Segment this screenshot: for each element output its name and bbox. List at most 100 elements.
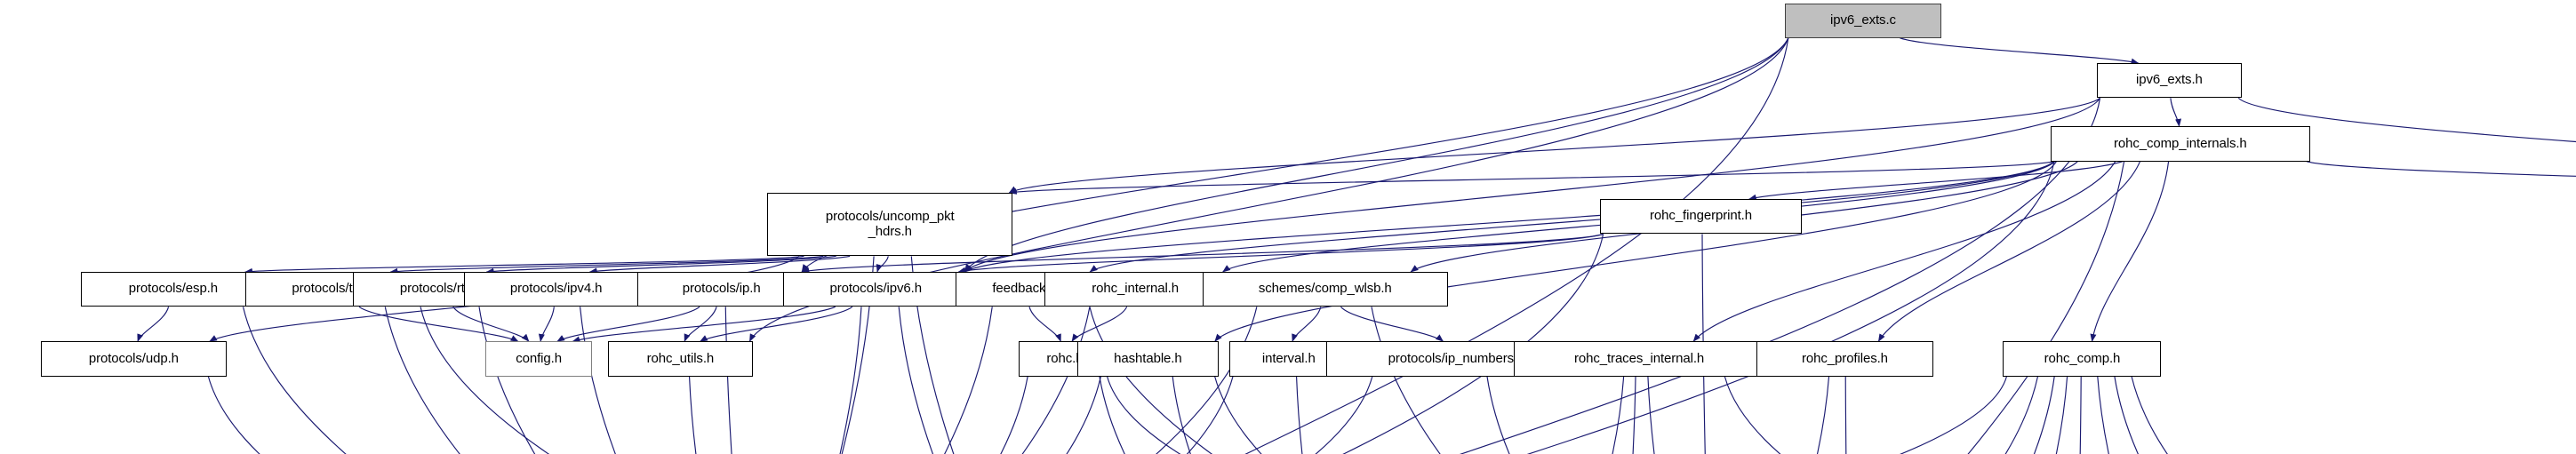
graph-node-rohc-traces-internal-h[interactable]: rohc_traces_internal.h [1514, 341, 1764, 377]
graph-node-label: rohc.h [1046, 350, 1084, 366]
graph-edge [2079, 376, 2082, 454]
graph-edge [1172, 376, 1191, 454]
graph-node-config-h[interactable]: config.h [485, 341, 592, 377]
graph-node-label: interval.h [1261, 350, 1316, 366]
graph-edge [1899, 376, 2008, 454]
graph-node-hashtable-h[interactable]: hashtable.h [1077, 341, 1219, 377]
graph-node-protocols-ip-h[interactable]: protocols/ip.h [637, 272, 805, 307]
graph-node-label: rohc_traces_internal.h [1573, 350, 1705, 366]
graph-node-label: protocols/udp.h [88, 350, 179, 366]
graph-node-protocols-ipv4-h[interactable]: protocols/ipv4.h [463, 272, 649, 307]
graph-edge [964, 98, 2100, 273]
graph-node-rohc-comp-internals-h[interactable]: rohc_comp_internals.h [2050, 126, 2310, 162]
graph-edge [1008, 97, 2100, 194]
graph-edge [1315, 376, 1373, 454]
graph-node-label: rohc_comp_internals.h [2114, 135, 2247, 151]
graph-edge [2322, 234, 2576, 454]
graph-edge [244, 255, 804, 275]
graph-edge [1647, 376, 1655, 454]
graph-edge [688, 376, 697, 454]
graph-node-rohc-comp-h[interactable]: rohc_comp.h [2003, 341, 2162, 377]
graph-edge [1724, 376, 1781, 454]
graph-edge [1748, 161, 2124, 201]
graph-node-rohc-utils-h[interactable]: rohc_utils.h [607, 341, 754, 377]
graph-edge [556, 306, 700, 342]
graph-node-protocols-ipv6-h[interactable]: protocols/ipv6.h [783, 272, 969, 307]
graph-node-protocols-udp-h[interactable]: protocols/udp.h [41, 341, 227, 377]
graph-edge [1000, 376, 1028, 454]
graph-edge [957, 233, 1604, 274]
graph-edge [1816, 376, 1830, 454]
graph-edge [420, 307, 550, 454]
graph-edge [699, 306, 853, 342]
graph-edge [1295, 376, 1303, 454]
graph-node-label: protocols/esp.h [128, 281, 218, 297]
graph-node-label: rohc_utils.h [646, 350, 715, 366]
graph-node-label: protocols/rtp.h [399, 281, 484, 297]
graph-node-label: config.h [516, 350, 562, 366]
graph-edge [384, 307, 460, 454]
graph-edge [478, 307, 536, 454]
graph-node-label: rohc_internal.h [1092, 281, 1179, 297]
graph-edge [1156, 307, 1258, 454]
graph-edge [1292, 307, 1322, 342]
graph-edge [572, 306, 836, 343]
graph-node-label: protocols/uncomp_pkt _hdrs.h [825, 208, 955, 239]
graph-edge [389, 255, 824, 275]
graph-node-rohc-internal-h[interactable]: rohc_internal.h [1044, 272, 1227, 307]
graph-node-label: rohc_fingerprint.h [1650, 208, 1752, 224]
graph-edge [2033, 376, 2055, 454]
graph-edge [2114, 376, 2139, 454]
graph-node-label: protocols/ipv4.h [509, 281, 603, 297]
graph-edge [839, 307, 862, 454]
graph-node-ipv6-exts-h[interactable]: ipv6_exts.h [2096, 63, 2243, 99]
graph-edge [207, 376, 260, 454]
graph-edge [1844, 376, 1847, 454]
graph-node-uncomp-pkt-hdrs-h[interactable]: protocols/uncomp_pkt _hdrs.h [767, 193, 1013, 257]
graph-edge [538, 307, 555, 342]
graph-node-rohc-profiles-h[interactable]: rohc_profiles.h [1756, 341, 1934, 377]
graph-node-label: rohc_comp.h [2044, 350, 2121, 366]
graph-edge [1089, 161, 2055, 273]
graph-edge [944, 307, 993, 454]
graph-node-label: protocols/ip_numbers.h [1388, 350, 1525, 366]
graph-edge [1692, 161, 2116, 342]
graph-edge [1089, 307, 1213, 454]
graph-node-label: ipv6_exts.c [1829, 12, 1896, 28]
graph-edge [964, 37, 1789, 273]
graph-edge [1371, 307, 1441, 454]
graph-edge [1028, 307, 1061, 342]
graph-edge [724, 307, 732, 454]
graph-edge [1340, 306, 1444, 342]
graph-edge [2170, 98, 2182, 127]
graph-edge [242, 307, 347, 454]
graph-edge [898, 307, 934, 454]
graph-node-label: schemes/comp_wlsb.h [1258, 281, 1392, 297]
graph-edge [2004, 376, 2039, 454]
graph-edge [1099, 376, 1125, 454]
graph-edge [1107, 376, 1181, 454]
graph-edge [1612, 376, 1625, 454]
graph-node-label: protocols/ipv6.h [829, 281, 922, 297]
graph-edge [1486, 376, 1510, 454]
graph-edge [1066, 376, 1101, 454]
graph-edge [588, 255, 851, 275]
graph-edge [137, 307, 170, 342]
graph-node-label: protocols/ip.h [682, 281, 761, 297]
graph-edge [1877, 161, 2141, 342]
graph-node-rohc-fingerprint-h[interactable]: rohc_fingerprint.h [1599, 199, 1803, 235]
graph-edge [2131, 376, 2169, 454]
graph-edge [580, 307, 616, 454]
graph-node-label: hashtable.h [1114, 350, 1182, 366]
graph-edge [1214, 161, 2057, 342]
graph-edge [964, 161, 2055, 273]
graph-edge [1071, 307, 1128, 342]
graph-node-ipv6-exts-c[interactable]: ipv6_exts.c [1784, 3, 1942, 38]
graph-edge [876, 256, 889, 273]
graph-node-protocols-esp-h[interactable]: protocols/esp.h [80, 272, 267, 307]
graph-edge [2090, 161, 2170, 342]
graph-edge [1008, 161, 2055, 195]
graph-edge [1632, 376, 1636, 454]
graph-node-schemes-comp-wlsb-h[interactable]: schemes/comp_wlsb.h [1202, 272, 1448, 307]
